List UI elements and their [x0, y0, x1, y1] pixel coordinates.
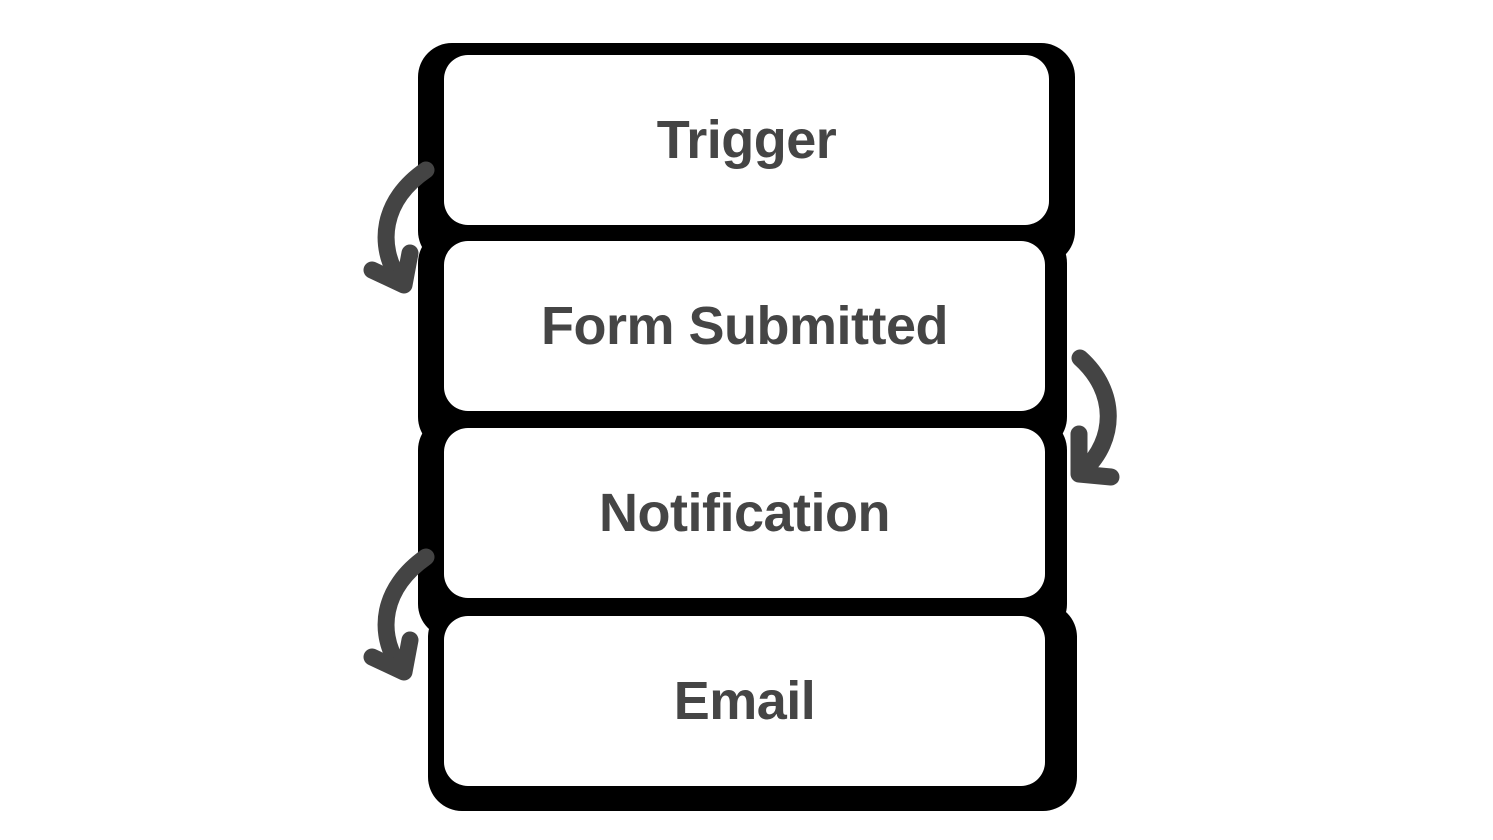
edge-form-to-notification-arrowhead [1070, 425, 1120, 486]
node-trigger-fill [444, 55, 1049, 225]
edge-trigger-to-form-curve [377, 161, 435, 290]
node-trigger[interactable] [418, 43, 1075, 265]
node-email-fill [444, 616, 1045, 786]
edge-form-to-notification-curve [1071, 349, 1117, 479]
edge-trigger-to-form-icon[interactable] [363, 161, 435, 294]
node-notification-fill [444, 428, 1045, 598]
edge-trigger-to-form-arrowhead [363, 244, 419, 294]
edge-notification-to-email-arrowhead [363, 631, 419, 681]
node-form-submitted-fill [444, 241, 1045, 411]
node-notification[interactable] [418, 416, 1067, 638]
node-email[interactable] [428, 603, 1077, 811]
edge-notification-to-email-curve [377, 548, 435, 677]
edge-form-to-notification-icon[interactable] [1070, 349, 1120, 486]
edge-notification-to-email-icon[interactable] [363, 548, 435, 681]
node-form-submitted[interactable] [418, 229, 1067, 451]
